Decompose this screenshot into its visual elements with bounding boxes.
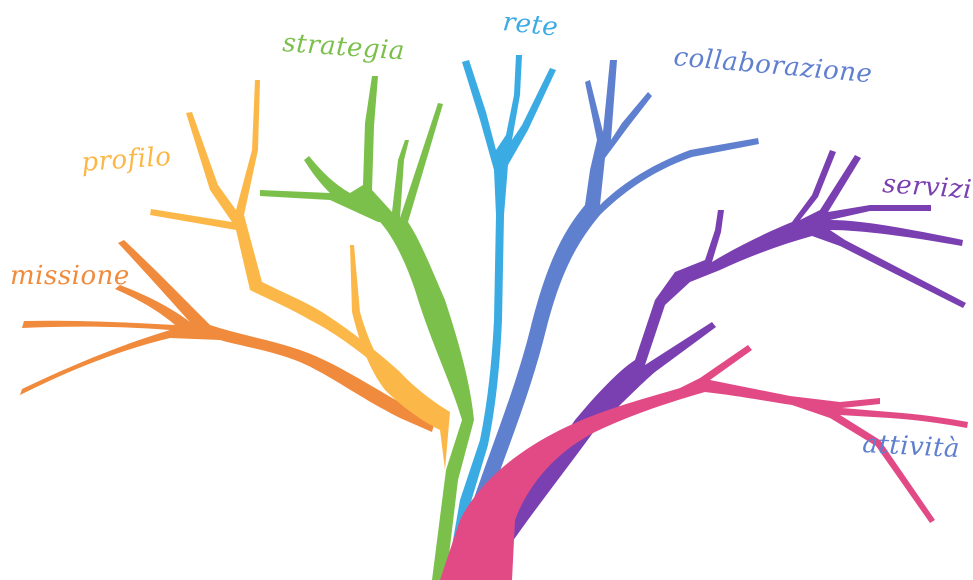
label-profilo: profilo: [80, 142, 172, 178]
branch-profilo-shape: [150, 80, 450, 470]
label-attivita: attività: [862, 429, 961, 464]
branch-rete: [446, 55, 556, 580]
label-rete: rete: [501, 7, 559, 43]
label-servizi: servizi: [882, 169, 973, 205]
branch-strategia: [260, 76, 474, 580]
branch-missione-shape: [20, 240, 436, 432]
branch-profilo: [150, 80, 450, 470]
branch-missione: [20, 240, 436, 432]
branch-servizi: [468, 150, 966, 575]
branch-rete-shape: [446, 55, 556, 580]
label-strategia: strategia: [282, 28, 406, 66]
branch-servizi-shape: [468, 150, 966, 575]
branch-strategia-shape: [260, 76, 474, 580]
label-missione: missione: [10, 261, 130, 291]
branch-attivita-shape: [440, 345, 968, 580]
branch-attivita: [440, 345, 968, 580]
label-collaborazione: collaborazione: [672, 42, 873, 89]
